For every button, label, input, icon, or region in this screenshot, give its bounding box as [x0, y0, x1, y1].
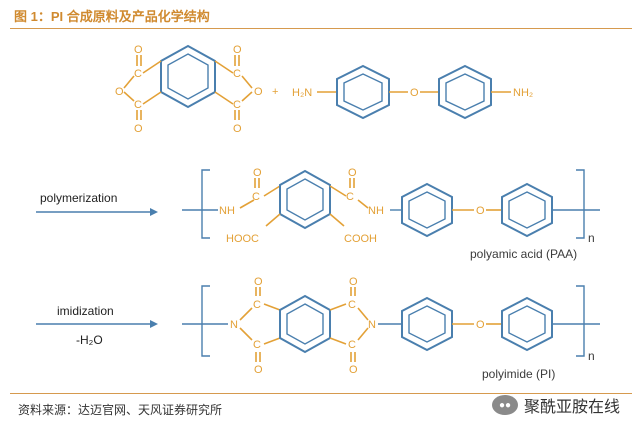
- pmda-molecule: C C O O O C C O O O: [115, 44, 263, 135]
- imide-n-right: N: [368, 319, 376, 331]
- ether-oxygen: O: [476, 205, 485, 217]
- amine-right-label: NH₂: [513, 87, 533, 99]
- atom-o: O: [254, 276, 263, 288]
- watermark-text: 聚酰亚胺在线: [523, 399, 620, 416]
- imide-n-left: N: [230, 319, 238, 331]
- atom-o: O: [253, 167, 262, 179]
- atom-c: C: [348, 339, 356, 351]
- atom-c: C: [253, 339, 261, 351]
- atom-o: O: [233, 44, 242, 56]
- carboxyl-left: HOOC: [226, 233, 259, 245]
- pi-ring-2: [401, 296, 453, 352]
- wechat-icon: ●●: [491, 395, 518, 415]
- polymerization-step: polymerization: [36, 191, 158, 216]
- atom-o: O: [233, 123, 242, 135]
- atom-o: O: [115, 86, 124, 98]
- atom-o: O: [134, 123, 143, 135]
- figure-title: 图 1：PI 合成原料及产品化学结构: [14, 9, 210, 24]
- atom-o: O: [134, 44, 143, 56]
- amide-nh-right: NH: [368, 205, 384, 217]
- ether-oxygen: O: [410, 87, 419, 99]
- atom-c: C: [348, 299, 356, 311]
- pmda-benzene-ring: [160, 44, 216, 109]
- atom-c: C: [346, 191, 354, 203]
- polymerization-label: polymerization: [40, 191, 117, 205]
- repeat-subscript: n: [588, 231, 595, 245]
- pi-product-label: polyimide (PI): [482, 367, 555, 381]
- atom-o: O: [348, 167, 357, 179]
- oda-benzene-ring-left: [336, 64, 390, 120]
- carboxyl-right: COOH: [344, 233, 377, 245]
- atom-c: C: [134, 99, 142, 111]
- amine-left-label: H₂N: [292, 87, 312, 99]
- paa-central-ring: [279, 169, 331, 230]
- atom-c: C: [233, 99, 241, 111]
- oda-benzene-ring-right: [438, 64, 492, 120]
- oda-molecule: H₂N O NH₂: [292, 64, 533, 120]
- amide-nh-left: NH: [219, 205, 235, 217]
- paa-ring-2: [401, 182, 453, 238]
- source-note: 资料来源：达迈官网、天风证券研究所: [18, 403, 223, 417]
- atom-o: O: [254, 364, 263, 376]
- imidization-label: imidization: [57, 304, 114, 318]
- pi-structure: n N C C O O C C O O N O: [182, 276, 600, 381]
- paa-product-label: polyamic acid (PAA): [470, 247, 577, 261]
- pi-ring-3: [501, 296, 553, 352]
- paa-ring-3: [501, 182, 553, 238]
- atom-c: C: [252, 191, 260, 203]
- bottom-divider: [10, 393, 632, 394]
- repeat-subscript: n: [588, 349, 595, 363]
- plus-sign: +: [272, 86, 278, 98]
- atom-c: C: [253, 299, 261, 311]
- ether-oxygen: O: [476, 319, 485, 331]
- imidization-step: imidization -H₂O: [36, 304, 158, 347]
- atom-o: O: [349, 364, 358, 376]
- paa-structure: n NH C O C O NH HOOC COOH O polyamic aci…: [182, 167, 600, 261]
- water-loss-label: -H₂O: [76, 333, 103, 347]
- atom-o: O: [254, 86, 263, 98]
- atom-c: C: [233, 68, 241, 80]
- atom-c: C: [134, 68, 142, 80]
- watermark: ●● 聚酰亚胺在线: [491, 393, 620, 417]
- top-divider: [10, 28, 632, 29]
- atom-o: O: [349, 276, 358, 288]
